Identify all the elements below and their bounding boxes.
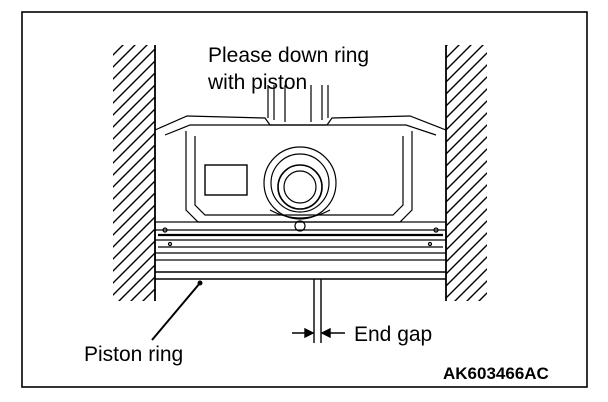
instruction-line-2: with piston [207, 71, 307, 94]
piston [154, 85, 447, 261]
piston-ring-leader [151, 280, 203, 341]
end-gap-label: End gap [354, 323, 432, 346]
cylinder-wall-left [113, 45, 156, 301]
piston-ring-label: Piston ring [84, 343, 183, 366]
arrow-pair-icon [292, 327, 345, 339]
figure-code: AK603466AC [443, 364, 549, 383]
end-gap [313, 279, 322, 343]
figure-frame [21, 11, 588, 388]
instruction-line-1: Please down ring [208, 44, 369, 67]
piston-ring [155, 271, 446, 280]
cylinder-wall-right [445, 45, 487, 301]
